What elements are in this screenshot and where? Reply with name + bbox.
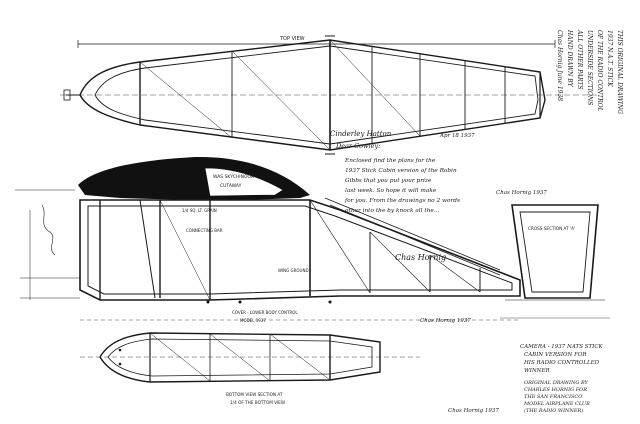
lower-right-line-0: CAMERA - 1937 NATS STICK	[520, 344, 604, 350]
cabin-label-1: CUTAWAY	[220, 183, 242, 189]
lower-right-line-2: HIS RADIO CONTROLLED	[523, 360, 600, 366]
bottom-view-fuselage: BOTTOM VIEW SECTION AT 1/4 OF THE BOTTOM…	[80, 332, 420, 405]
letter-line-2: Enclosed find the plans for the	[344, 158, 436, 164]
bottom-center-label-1: 1/4 OF THE BOTTOM VIEW	[230, 400, 285, 405]
side-note-2: OF THE RADIO CONTROL	[596, 30, 603, 112]
credit-block: ORIGINAL DRAWING BY CHARLES HORNIG FOR T…	[523, 380, 590, 414]
letter-line-5: last week. So hope it will make	[345, 188, 437, 194]
signature-1: Chas Hornig 1937	[420, 318, 471, 324]
side-view-fuselage: 1/4 SQ. LT. GRAIN CONNECTING BAR WING GR…	[15, 189, 521, 323]
bottom-left-label-0: COVER - LOWER BODY CONTROL	[232, 310, 298, 315]
cabin-cutaway: WAS SKYCHINOOK CUTAWAY	[78, 156, 310, 200]
credit-line-2: THE SAN FRANCISCO	[524, 394, 582, 400]
side-notes: THIS ORIGINAL DRAWING 1937 N.A.T. STICK …	[556, 29, 623, 114]
letter-line-1: Dear Cowley:	[335, 142, 380, 150]
bottom-center-label-0: BOTTOM VIEW SECTION AT	[226, 392, 283, 397]
side-note-3: UNDERSIDE SECTIONS	[586, 30, 593, 105]
lower-right-line-3: WINNER	[524, 368, 550, 374]
credit-line-3: MODEL AIRPLANE CLUB	[523, 401, 590, 407]
signature-2: Chas Hornig 1937	[448, 408, 499, 414]
letter-line-6: for you. From the drawings no 2 words	[344, 198, 460, 204]
letter-signature: Chas Hornig	[395, 253, 446, 262]
signatures: Chas Hornig 1937 Chas Hornig 1937 Chas H…	[420, 190, 547, 414]
credit-line-1: CHARLES HORNIG FOR	[524, 387, 587, 393]
side-note-5: HAND DRAWN BY	[566, 29, 573, 88]
side-note-1: 1937 N.A.T. STICK	[606, 30, 613, 87]
bottom-left-label-1: MODEL 1937	[240, 318, 266, 323]
cross-section-box: CROSS SECTION AT 'A'	[500, 204, 610, 319]
letter-line-0: Cinderley Hatton	[330, 130, 392, 138]
letter-line-4: Gibbs that you put your prize	[345, 178, 432, 184]
credit-line-4: (THE RADIO WINNER)	[524, 407, 583, 414]
lower-right-title-block: CAMERA - 1937 NATS STICK CABIN VERSION F…	[520, 344, 604, 374]
letter-date: Apr 18 1937	[439, 133, 475, 139]
credit-line-0: ORIGINAL DRAWING BY	[524, 380, 589, 386]
mid-label-0: 1/4 SQ. LT. GRAIN	[182, 208, 217, 213]
side-note-0: THIS ORIGINAL DRAWING	[616, 30, 623, 114]
mid-label-2: WING GROUND	[278, 268, 309, 273]
handwritten-letter: Cinderley Hatton Dear Cowley: Enclosed f…	[330, 130, 475, 262]
top-dim-label: TOP VIEW	[279, 36, 305, 42]
mid-label-1: CONNECTING BAR	[186, 228, 223, 233]
side-note-6: Chas Hornig June 1938	[556, 30, 563, 101]
cabin-label-0: WAS SKYCHINOOK	[213, 174, 255, 180]
side-note-4: ALL OTHER PARTS	[576, 29, 583, 90]
top-view-fuselage: TOP VIEW	[60, 35, 600, 155]
signature-0: Chas Hornig 1937	[496, 190, 547, 196]
letter-line-7: other into the by knock all the...	[345, 208, 440, 214]
lower-right-line-1: CABIN VERSION FOR	[524, 352, 587, 358]
letter-line-3: 1937 Stick Cabin version of the Robin	[345, 168, 457, 174]
cross-section-label: CROSS SECTION AT 'A'	[528, 226, 575, 231]
